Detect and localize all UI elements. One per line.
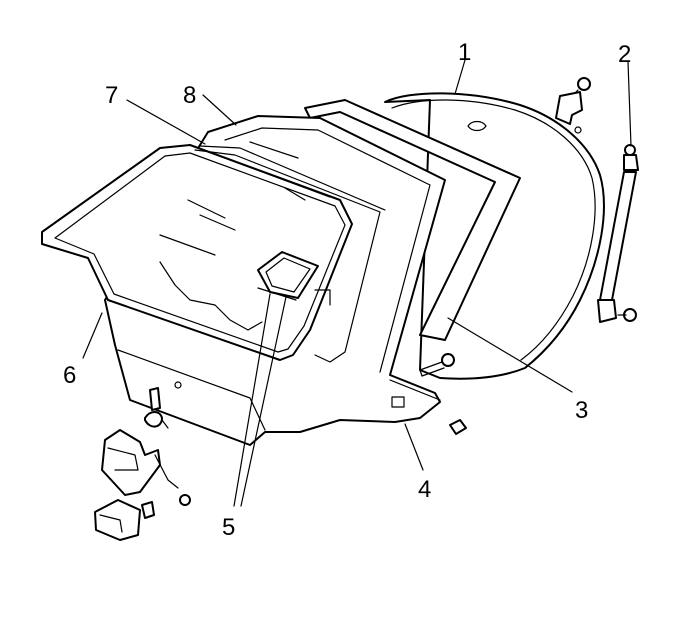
bolt [419, 353, 455, 377]
window-molding [159, 141, 386, 363]
upper-hinge [555, 77, 591, 134]
weatherstrip-seal [304, 99, 521, 341]
bumper-stop [449, 419, 467, 435]
callout-5: 5 [222, 514, 235, 541]
callout-3: 3 [575, 397, 588, 424]
latch-assembly [94, 387, 191, 541]
callout-2: 2 [618, 41, 631, 68]
callout-8: 8 [183, 82, 196, 109]
third-brake-lamp [257, 251, 319, 301]
callout-4: 4 [418, 476, 431, 503]
callout-1: 1 [458, 39, 471, 66]
leader-lines [82, 59, 632, 507]
callout-6: 6 [63, 362, 76, 389]
callout-7: 7 [105, 82, 118, 109]
gas-strut [597, 144, 639, 323]
